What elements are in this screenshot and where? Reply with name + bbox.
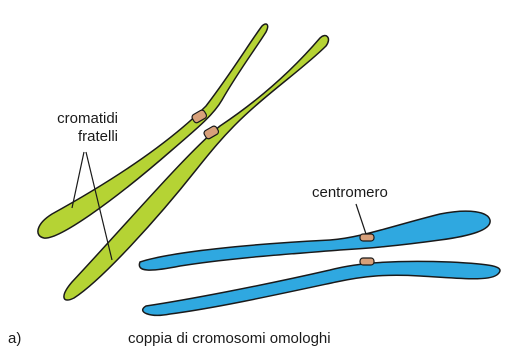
blue-centromere-bottom bbox=[360, 258, 374, 265]
panel-letter: a) bbox=[8, 330, 21, 348]
figure-caption: coppia di cromosomi omologhi bbox=[128, 330, 331, 348]
pointer-to-centromere bbox=[356, 204, 366, 234]
sister-chromatids-label-line2: fratelli bbox=[38, 128, 118, 146]
centromere-label: centromero bbox=[312, 184, 388, 202]
blue-centromere-top bbox=[360, 234, 374, 241]
sister-chromatids-label: cromatidi fratelli bbox=[38, 110, 118, 146]
blue-chromosome bbox=[139, 211, 500, 315]
blue-chromatid-bottom bbox=[143, 261, 500, 315]
sister-chromatids-label-line1: cromatidi bbox=[38, 110, 118, 128]
